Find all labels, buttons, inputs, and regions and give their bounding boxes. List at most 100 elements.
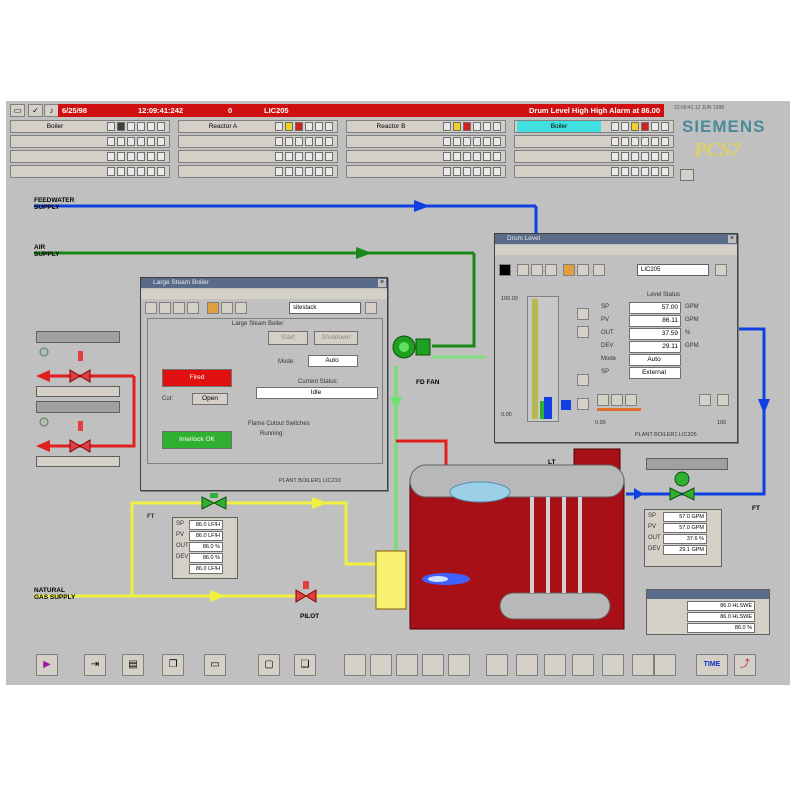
area-status-cell[interactable] [631, 167, 639, 176]
table-row-value[interactable]: 86.0 % [189, 553, 223, 563]
area-status-cell[interactable] [621, 137, 629, 146]
area-status-cell[interactable] [611, 167, 619, 176]
area-status-cell[interactable] [295, 137, 303, 146]
area-status-cell[interactable] [117, 167, 125, 176]
area-status-cell[interactable] [463, 122, 471, 131]
area-row-empty[interactable] [514, 165, 674, 178]
area-button[interactable]: Reactor B [346, 120, 506, 133]
area-status-cell[interactable] [661, 137, 669, 146]
drum-tb-black-icon[interactable] [499, 264, 511, 276]
area-status-cell[interactable] [661, 167, 669, 176]
area-status-cell[interactable] [305, 167, 313, 176]
area-status-cell[interactable] [127, 152, 135, 161]
tb-grid-icon[interactable] [235, 302, 247, 314]
table-row-value[interactable]: 86.0 HLSWE [687, 612, 755, 622]
curve-icon[interactable]: ⤴ [734, 654, 756, 676]
tb-first-icon[interactable] [145, 302, 157, 314]
area-status-cell[interactable] [453, 122, 461, 131]
area-status-cell[interactable] [473, 167, 481, 176]
area-status-cell[interactable] [651, 122, 659, 131]
acknowledge-icon[interactable]: ✓ [28, 104, 43, 117]
area-status-cell[interactable] [641, 122, 649, 131]
area-status-cell[interactable] [107, 137, 115, 146]
area-status-cell[interactable] [275, 137, 283, 146]
area-status-cell[interactable] [493, 152, 501, 161]
table-row-value[interactable]: 86.0 LF/H [189, 520, 223, 530]
area-status-cell[interactable] [107, 152, 115, 161]
drum-tb-grid-icon[interactable] [593, 264, 605, 276]
toolbar-btn-h[interactable] [544, 654, 566, 676]
area-status-cell[interactable] [463, 137, 471, 146]
area-status-cell[interactable] [315, 122, 323, 131]
area-status-cell[interactable] [493, 122, 501, 131]
drum-tb-lock-icon[interactable] [563, 264, 575, 276]
area-status-cell[interactable] [493, 167, 501, 176]
keyboard-icon[interactable] [680, 169, 694, 181]
area-status-cell[interactable] [315, 167, 323, 176]
area-status-cell[interactable] [325, 152, 333, 161]
area-status-cell[interactable] [295, 152, 303, 161]
area-status-cell[interactable] [157, 122, 165, 131]
out-up-icon[interactable] [577, 374, 589, 386]
copy-icon[interactable]: ❐ [162, 654, 184, 676]
large-window-menubar[interactable] [141, 289, 387, 299]
area-status-cell[interactable] [285, 167, 293, 176]
area-row-empty[interactable] [10, 165, 170, 178]
valve-faceplate-header[interactable] [646, 458, 728, 470]
area-status-cell[interactable] [651, 137, 659, 146]
table-row-value[interactable]: 86.0 % [189, 542, 223, 552]
save-icon[interactable]: ⇥ [84, 654, 106, 676]
area-status-cell[interactable] [325, 122, 333, 131]
large-steam-boiler-window[interactable]: Large Steam Boiler × sitestack Large Ste… [140, 277, 388, 491]
print-icon[interactable]: ▤ [122, 654, 144, 676]
area-status-cell[interactable] [483, 152, 491, 161]
area-status-cell[interactable] [147, 122, 155, 131]
drum-tb-b-icon[interactable] [531, 264, 543, 276]
drum-row-value[interactable]: 57.00 [629, 302, 681, 314]
area-row-empty[interactable] [10, 135, 170, 148]
table-row-value[interactable]: 86.0 % [687, 623, 755, 633]
area-status-cell[interactable] [473, 122, 481, 131]
outlet-cells-upper[interactable] [36, 386, 120, 397]
area-row-empty[interactable] [514, 150, 674, 163]
table-row-value[interactable]: 57.0 GPM [663, 512, 707, 522]
play-icon[interactable]: ▶ [36, 654, 58, 676]
area-button[interactable]: Boiler [514, 120, 674, 133]
area-status-cell[interactable] [325, 137, 333, 146]
area-status-cell[interactable] [117, 152, 125, 161]
area-status-cell[interactable] [463, 167, 471, 176]
area-row-empty[interactable] [178, 150, 338, 163]
tb-fourth-icon[interactable] [187, 302, 199, 314]
area-status-cell[interactable] [315, 137, 323, 146]
drum-window-combo[interactable]: LIC205 [637, 264, 709, 276]
area-overview-2[interactable]: Reactor B [346, 120, 506, 181]
drum-level-window[interactable]: Drum Level × LIC205 100.00 0.00 Level St… [494, 233, 738, 443]
area-status-cell[interactable] [621, 167, 629, 176]
area-status-cell[interactable] [631, 137, 639, 146]
table-row-value[interactable]: 29.1 GPM [663, 545, 707, 555]
area-overview-1[interactable]: Reactor A [178, 120, 338, 181]
area-row-empty[interactable] [346, 165, 506, 178]
out-left-icon[interactable] [699, 394, 711, 406]
area-row-empty[interactable] [514, 135, 674, 148]
drum-window-title[interactable]: Drum Level × [495, 234, 737, 244]
shutdown-button[interactable]: Shutdown [314, 331, 358, 345]
system-menu-icon[interactable]: ▭ [10, 104, 25, 117]
out-right-icon[interactable] [717, 394, 729, 406]
area-status-cell[interactable] [107, 167, 115, 176]
mode-value[interactable]: Auto [308, 355, 358, 367]
area-status-cell[interactable] [453, 137, 461, 146]
drum-tb-a-icon[interactable] [517, 264, 529, 276]
area-status-cell[interactable] [473, 137, 481, 146]
step-fast-icon[interactable] [625, 394, 637, 406]
area-status-cell[interactable] [473, 152, 481, 161]
area-status-cell[interactable] [621, 122, 629, 131]
close-icon[interactable]: × [728, 235, 736, 243]
area-status-cell[interactable] [147, 167, 155, 176]
start-button[interactable]: Start [268, 331, 308, 345]
area-status-cell[interactable] [127, 122, 135, 131]
area-status-cell[interactable] [443, 152, 451, 161]
toolbar-btn-e[interactable] [448, 654, 470, 676]
area-status-cell[interactable] [117, 137, 125, 146]
area-status-cell[interactable] [611, 152, 619, 161]
